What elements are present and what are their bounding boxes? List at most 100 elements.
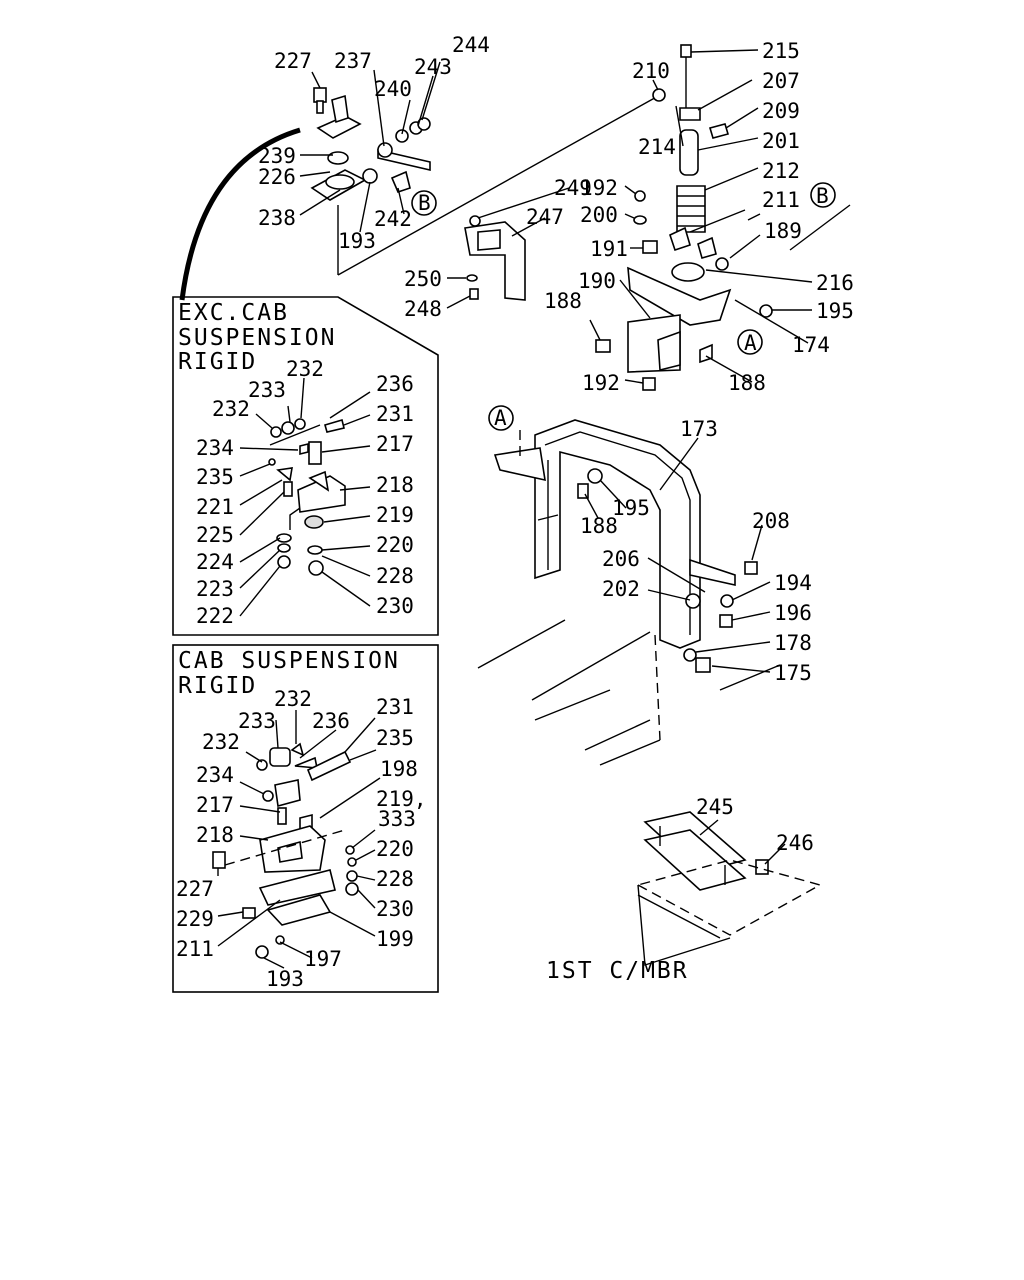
callout-label: 223	[196, 577, 234, 601]
callout-label: 174	[792, 333, 830, 357]
callout-label: 227	[274, 49, 312, 73]
connector-curve	[179, 127, 301, 301]
ref-a-label: A	[744, 331, 757, 355]
callout-label: 220	[376, 837, 414, 861]
callout-label: 192	[580, 176, 618, 200]
top-mid-bracket	[464, 215, 526, 301]
callout-label: 199	[376, 927, 414, 951]
callout-label: 208	[752, 509, 790, 533]
exc-cab-panel-frame	[172, 296, 439, 636]
callout-label: 214	[638, 135, 676, 159]
callout-label: 219,	[376, 787, 427, 811]
callout-label: 228	[376, 867, 414, 891]
callout-label: 188	[580, 514, 618, 538]
callout-label: 232	[286, 357, 324, 381]
callout-label: 228	[376, 564, 414, 588]
callout-label: 237	[334, 49, 372, 73]
crossmember-note: 1ST C/MBR	[546, 958, 689, 984]
callout-label: 233	[238, 709, 276, 733]
callout-label: 245	[696, 795, 734, 819]
callout-label: 211	[176, 937, 214, 961]
callout-label: 198	[380, 757, 418, 781]
callout-label: 247	[526, 205, 564, 229]
callout-label: 230	[376, 594, 414, 618]
callout-label: 240	[374, 77, 412, 101]
callout-label: 218	[376, 473, 414, 497]
callout-label: 195	[816, 299, 854, 323]
callout-label: 232	[212, 397, 250, 421]
callout-label: 231	[376, 695, 414, 719]
ground-lines	[477, 619, 781, 766]
ref-a-label: A	[494, 406, 507, 430]
callout-label: 193	[338, 229, 376, 253]
callout-label: 233	[248, 378, 286, 402]
callout-label: 242	[374, 207, 412, 231]
callout-label: 192	[582, 371, 620, 395]
callout-label: 248	[404, 297, 442, 321]
callout-label: 236	[312, 709, 350, 733]
callout-label: 217	[376, 432, 414, 456]
callout-label: 250	[404, 267, 442, 291]
cab-panel-title-line1: CAB SUSPENSION	[178, 648, 400, 674]
callout-label: 190	[578, 269, 616, 293]
callout-label: 218	[196, 823, 234, 847]
ref-b-label: B	[816, 184, 829, 208]
callout-label: 211	[762, 188, 800, 212]
top-left-assembly	[310, 87, 661, 276]
callout-label: 235	[196, 465, 234, 489]
shock-absorber-assembly	[595, 44, 851, 391]
callout-label: 215	[762, 39, 800, 63]
callout-label: 226	[258, 165, 296, 189]
exc-panel-title-line2: SUSPENSION	[178, 325, 336, 351]
callout-label: 225	[196, 523, 234, 547]
cab-panel-title-line2: RIGID	[178, 673, 257, 699]
cab-suspension-panel-frame	[172, 644, 439, 993]
callout-label: 234	[196, 763, 234, 787]
callout-label: 239	[258, 144, 296, 168]
callout-label: 200	[580, 203, 618, 227]
callout-label: 231	[376, 402, 414, 426]
callout-label: 194	[774, 571, 812, 595]
callout-label: 220	[376, 533, 414, 557]
callout-label: 178	[774, 631, 812, 655]
callout-label: 236	[376, 372, 414, 396]
exc-panel-parts	[268, 418, 346, 576]
callout-label: 193	[266, 967, 304, 991]
callout-label: 209	[762, 99, 800, 123]
leader-lines	[217, 49, 813, 969]
callout-label: 221	[196, 495, 234, 519]
callout-label: 244	[452, 33, 490, 57]
callout-label: 249	[554, 176, 592, 200]
exc-panel-title-line1: EXC.CAB	[178, 300, 289, 326]
cab-panel-parts	[212, 742, 359, 959]
callout-labels: 227 237 244 240 243 239 226 238 193 242 …	[176, 33, 854, 991]
callout-label: 229	[176, 907, 214, 931]
callout-label: 232	[202, 730, 240, 754]
callout-label: 207	[762, 69, 800, 93]
callout-label: 217	[196, 793, 234, 817]
callout-label: 227	[176, 877, 214, 901]
exc-panel-title-line3: RIGID	[178, 349, 257, 375]
callout-label: 210	[632, 59, 670, 83]
callout-label: 219	[376, 503, 414, 527]
callout-label: 201	[762, 129, 800, 153]
callout-label: 196	[774, 601, 812, 625]
callout-label: 189	[764, 219, 802, 243]
callout-label: 238	[258, 206, 296, 230]
callout-label: 191	[590, 237, 628, 261]
callout-label: 195	[612, 496, 650, 520]
callout-label: 246	[776, 831, 814, 855]
callout-label: 230	[376, 897, 414, 921]
callout-label: 173	[680, 417, 718, 441]
cab-frame	[488, 405, 758, 741]
ref-b-label: B	[418, 191, 431, 215]
callout-label: 197	[304, 947, 342, 971]
callout-label: 232	[274, 687, 312, 711]
callout-label: 234	[196, 436, 234, 460]
callout-label: 202	[602, 577, 640, 601]
callout-label: 243	[414, 55, 452, 79]
callout-label: 188	[728, 371, 766, 395]
callout-label: 175	[774, 661, 812, 685]
callout-label: 235	[376, 726, 414, 750]
